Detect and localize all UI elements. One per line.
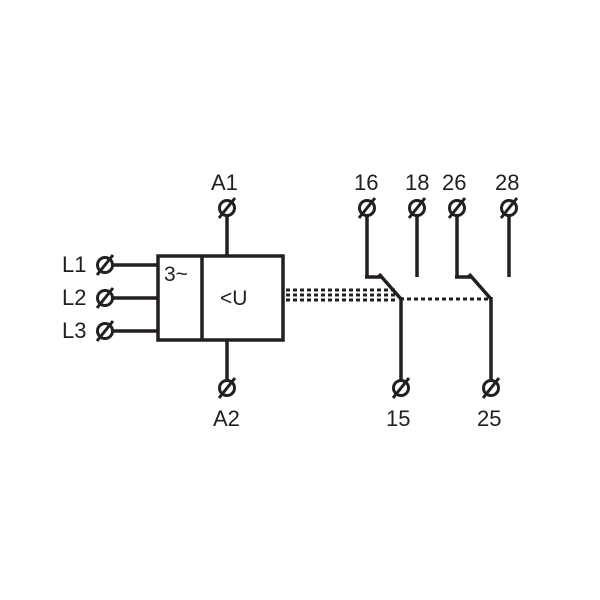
- a2-label: A2: [213, 406, 240, 431]
- switch-1-blade: [377, 272, 403, 301]
- terminal-25: [481, 377, 501, 399]
- phase-label: 3~: [164, 263, 188, 286]
- a1-terminal: [217, 197, 237, 219]
- l1-label: L1: [62, 252, 86, 277]
- switch-2-blade: [467, 272, 493, 301]
- supply-terminals: A1 A2: [211, 170, 240, 431]
- contact-group-2: 26 28 25: [442, 170, 519, 431]
- terminal-26-label: 26: [442, 170, 466, 195]
- a1-label: A1: [211, 170, 238, 195]
- a2-terminal: [217, 377, 237, 399]
- l3-terminal: [95, 320, 115, 342]
- terminal-28: [499, 197, 519, 219]
- mechanical-linkage: [286, 288, 490, 302]
- terminal-25-label: 25: [477, 406, 501, 431]
- terminal-18-label: 18: [405, 170, 429, 195]
- terminal-26: [447, 197, 467, 219]
- terminal-16: [357, 197, 377, 219]
- terminal-16-label: 16: [354, 170, 378, 195]
- l2-label: L2: [62, 285, 86, 310]
- relay-box: 3~ <U: [156, 254, 285, 342]
- l1-terminal: [95, 254, 115, 276]
- l3-label: L3: [62, 318, 86, 343]
- phase-inputs: L1 L2 L3: [62, 252, 158, 343]
- terminal-18: [407, 197, 427, 219]
- terminal-28-label: 28: [495, 170, 519, 195]
- l2-terminal: [95, 287, 115, 309]
- terminal-15-label: 15: [386, 406, 410, 431]
- contact-group-1: 16 18 15: [354, 170, 429, 431]
- terminal-15: [391, 377, 411, 399]
- undervoltage-label: <U: [220, 287, 247, 310]
